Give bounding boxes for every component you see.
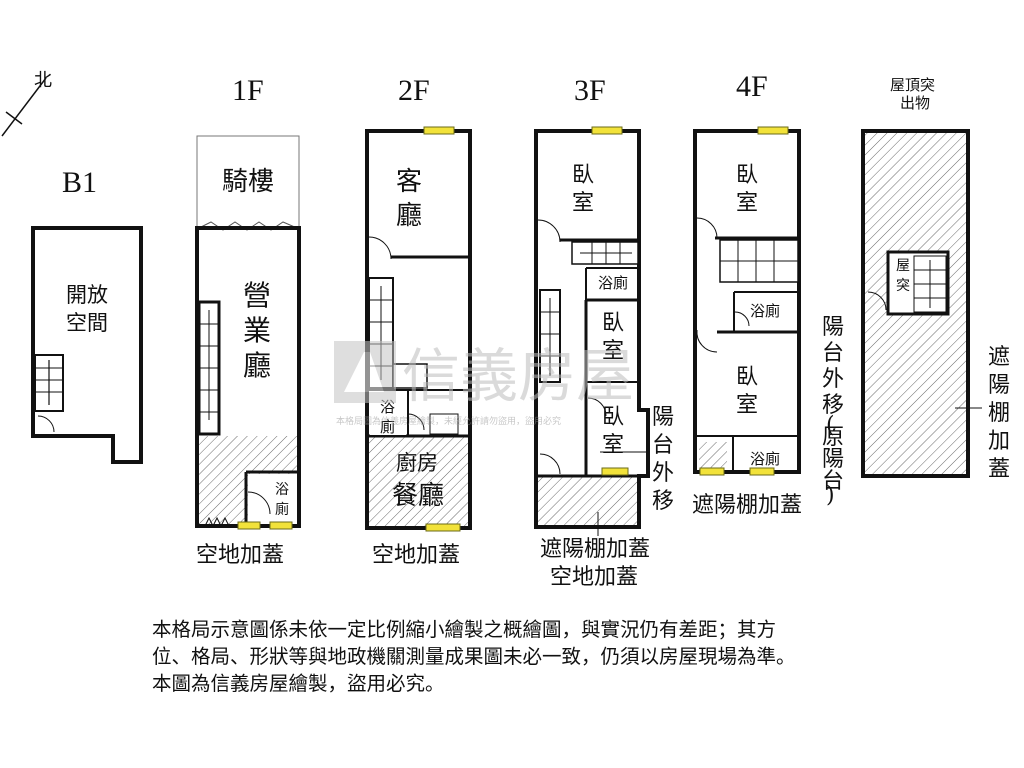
floor-label-4f: 4F bbox=[736, 70, 768, 103]
room-4f-bath2: 浴廁 bbox=[750, 450, 780, 468]
note-2f-added-space: 空地加蓋 bbox=[372, 543, 460, 568]
room-living-2: 廳 bbox=[396, 201, 422, 231]
room-3f-bed3-1: 臥 bbox=[602, 405, 624, 430]
note-3f-balcony-4: 移 bbox=[652, 489, 674, 514]
room-4f-bed1-1: 臥 bbox=[736, 163, 758, 188]
note-roof-canopy-3: 棚 bbox=[988, 401, 1010, 426]
compass-label: 北 bbox=[34, 70, 52, 91]
note-roof-canopy-2: 陽 bbox=[988, 373, 1010, 398]
floor-4f: 臥 室 浴廁 臥 室 浴廁 遮陽棚加蓋 陽 台 外 移 ( 原 陽 台 ) bbox=[692, 126, 844, 518]
note-4f-bal-6: 原 bbox=[822, 425, 844, 450]
room-open-space-l2: 空間 bbox=[66, 311, 108, 335]
room-business-hall-2: 業 bbox=[243, 314, 271, 347]
room-business-hall-1: 營 bbox=[243, 279, 271, 312]
note-roof-canopy-1: 遮 bbox=[988, 345, 1010, 370]
note-roof-canopy-4: 加 bbox=[988, 429, 1010, 454]
note-1f-added-space: 空地加蓋 bbox=[196, 543, 284, 568]
room-dining: 餐廳 bbox=[392, 481, 444, 511]
floor-label-b1: B1 bbox=[62, 166, 97, 199]
compass-arrow-icon bbox=[1, 77, 47, 137]
note-3f-balcony-1: 陽 bbox=[652, 405, 674, 430]
room-4f-bed2-1: 臥 bbox=[736, 365, 758, 390]
room-3f-bed3-2: 室 bbox=[602, 433, 624, 458]
room-1f-bath-2: 廁 bbox=[275, 501, 289, 518]
note-4f-bal-1: 陽 bbox=[822, 315, 844, 340]
room-3f-bath: 浴廁 bbox=[598, 274, 628, 292]
note-3f-added-space: 空地加蓋 bbox=[550, 565, 638, 590]
room-open-space-l1: 開放 bbox=[66, 283, 108, 307]
room-3f-bed2-2: 室 bbox=[602, 339, 624, 364]
room-3f-bed1-1: 臥 bbox=[572, 163, 594, 188]
note-4f-bal-7: 陽 bbox=[822, 447, 844, 472]
floor-1f: 騎樓 營 業 廳 浴 廁 空地加蓋 bbox=[195, 135, 301, 568]
room-2f-bath-2: 廁 bbox=[380, 418, 395, 436]
room-business-hall-3: 廳 bbox=[243, 349, 271, 382]
note-4f-bal-3: 外 bbox=[822, 367, 844, 392]
note-4f-bal-2: 台 bbox=[822, 341, 844, 366]
room-living-1: 客 bbox=[396, 167, 422, 197]
floor-label-roof-line2: 出物 bbox=[900, 94, 930, 112]
disclaimer-text: 本格局示意圖係未依一定比例縮小繪製之概繪圖，與實況仍有差距；其方 位、格局、形狀… bbox=[152, 618, 796, 695]
floor-2f: 客 廳 浴 廁 廚房 餐廳 空地加蓋 bbox=[365, 126, 472, 568]
room-4f-bed1-2: 室 bbox=[736, 191, 758, 216]
room-arcade: 騎樓 bbox=[222, 167, 274, 197]
room-3f-bed2-1: 臥 bbox=[602, 311, 624, 336]
note-4f-bal-8: 台 bbox=[822, 469, 844, 494]
watermark-small-text: 本格局圖為信義房屋繪製，未經允許請勿盜用，盜用必究 bbox=[336, 415, 561, 427]
floor-label-roof-line1: 屋頂突 bbox=[890, 76, 935, 94]
floor-label-3f: 3F bbox=[574, 74, 606, 107]
note-4f-bal-5: ( bbox=[826, 413, 835, 438]
watermark: 信義房屋 本格局圖為信義房屋繪製，未經允許請勿盜用，盜用必究 bbox=[334, 341, 634, 427]
note-4f-bal-9: ) bbox=[826, 483, 835, 508]
compass: 北 bbox=[1, 70, 52, 137]
note-3f-balcony-3: 外 bbox=[652, 461, 674, 486]
floor-3f: 臥 室 浴廁 臥 室 臥 室 陽 台 外 移 遮陽棚加蓋 空地加蓋 bbox=[534, 126, 674, 590]
note-3f-balcony-2: 台 bbox=[652, 433, 674, 458]
watermark-brand: 信義房屋 bbox=[402, 342, 634, 410]
room-roof-stair-2: 突 bbox=[896, 278, 910, 294]
note-4f-canopy: 遮陽棚加蓋 bbox=[692, 493, 802, 518]
room-roof-stair-1: 屋 bbox=[896, 258, 910, 274]
room-3f-bed1-2: 室 bbox=[572, 191, 594, 216]
floor-b1: 開放 空間 bbox=[31, 226, 143, 464]
room-kitchen: 廚房 bbox=[396, 451, 438, 475]
room-4f-bath1: 浴廁 bbox=[750, 302, 780, 320]
room-4f-bed2-2: 室 bbox=[736, 393, 758, 418]
note-4f-bal-4: 移 bbox=[822, 393, 844, 418]
floor-label-1f: 1F bbox=[232, 74, 264, 107]
room-1f-bath-1: 浴 bbox=[275, 482, 289, 498]
note-3f-canopy: 遮陽棚加蓋 bbox=[540, 537, 650, 562]
floor-label-2f: 2F bbox=[398, 74, 430, 107]
note-roof-canopy-5: 蓋 bbox=[988, 457, 1010, 482]
floor-roof: 屋 突 遮 陽 棚 加 蓋 bbox=[861, 129, 1010, 482]
